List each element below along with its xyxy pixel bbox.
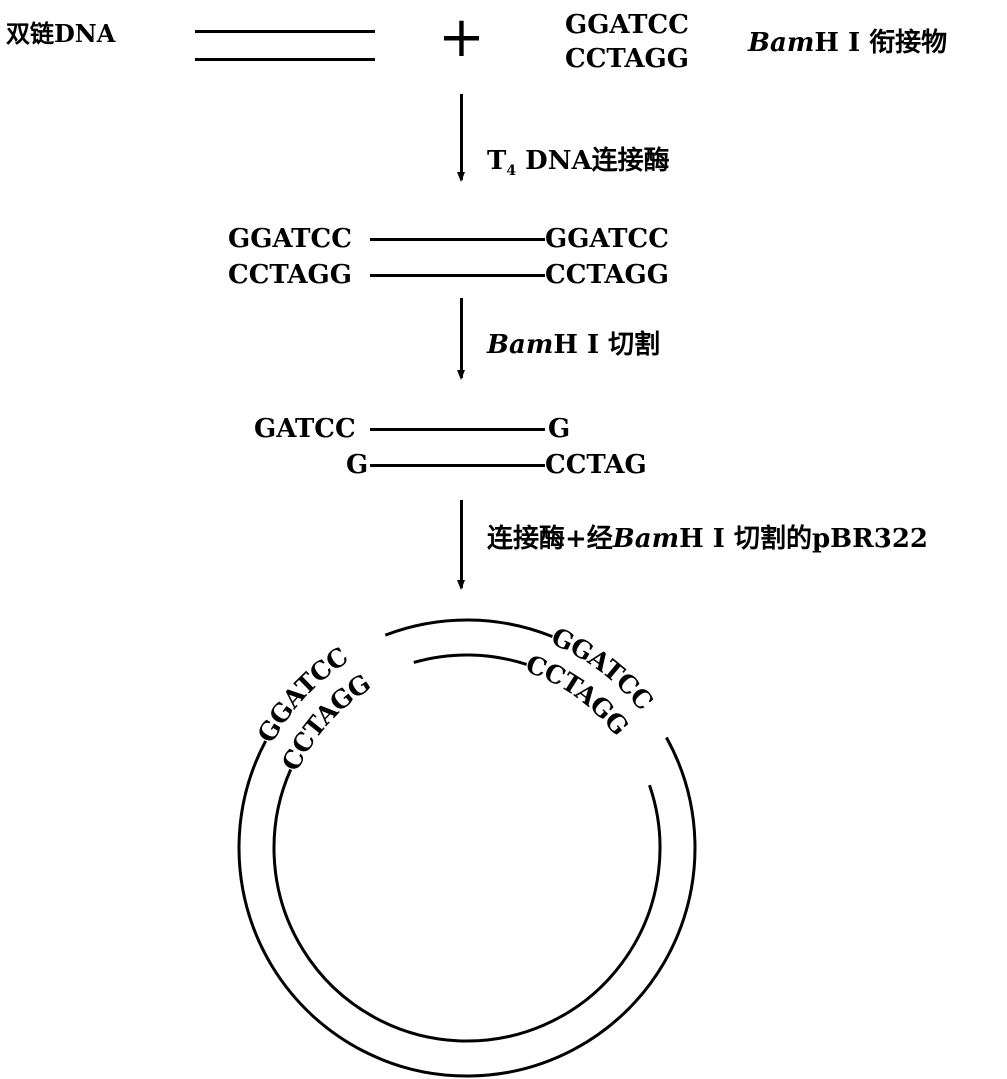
arrow-down-2 — [457, 298, 465, 380]
plasmid-inner-strand — [272, 768, 662, 1043]
dsdna-strand-bottom — [195, 58, 375, 61]
p1-strand-top — [370, 238, 545, 241]
p2-left-top: GATCC — [254, 414, 356, 444]
p1-left-bottom: CCTAGG — [228, 260, 352, 290]
p1-right-bottom: CCTAGG — [545, 260, 669, 290]
step2-label: BamH Ⅰ 切割 — [487, 332, 660, 358]
arrow-down-3 — [457, 500, 465, 590]
step3-pre: 连接酶+经 — [487, 524, 613, 554]
p2-strand-top — [370, 428, 545, 431]
p1-right-top: GGATCC — [545, 224, 669, 254]
dsdna-strand-top — [195, 30, 375, 33]
step3-label: 连接酶+经BamH Ⅰ 切割的pBR322 — [487, 526, 928, 552]
plasmid-outer-strand-top — [384, 618, 553, 638]
step2-italic: Bam — [487, 330, 554, 360]
plasmid-inner-strand-top — [413, 653, 528, 666]
p2-strand-bottom — [370, 464, 545, 467]
plus-sign: + — [438, 5, 485, 70]
p2-right-bottom: CCTAG — [545, 450, 647, 480]
arrow-down-1 — [457, 94, 465, 182]
step3-italic: Bam — [612, 524, 680, 554]
step2-rest: H Ⅰ 切割 — [553, 330, 661, 360]
step1-sub: 4 — [506, 163, 517, 180]
p2-left-bottom: G — [346, 450, 369, 480]
linker-label-italic: Bam — [748, 28, 815, 58]
linker-label: BamH Ⅰ 衔接物 — [748, 30, 947, 56]
linker-top-seq: GGATCC — [565, 10, 689, 40]
p2-right-top: G — [548, 414, 571, 444]
step1-t: T — [487, 146, 507, 176]
linker-bottom-seq: CCTAGG — [565, 44, 689, 74]
p1-strand-bottom — [370, 274, 545, 277]
step3-rest: H Ⅰ 切割的pBR322 — [679, 524, 929, 554]
linker-label-rest: H Ⅰ 衔接物 — [814, 28, 948, 58]
dsdna-label: 双链DNA — [6, 19, 116, 48]
p1-left-top: GGATCC — [228, 224, 352, 254]
step1-rest: DNA连接酶 — [516, 146, 670, 176]
plasmid-outer-strand — [237, 736, 697, 1078]
step1-label: T4 DNA连接酶 — [487, 148, 670, 178]
